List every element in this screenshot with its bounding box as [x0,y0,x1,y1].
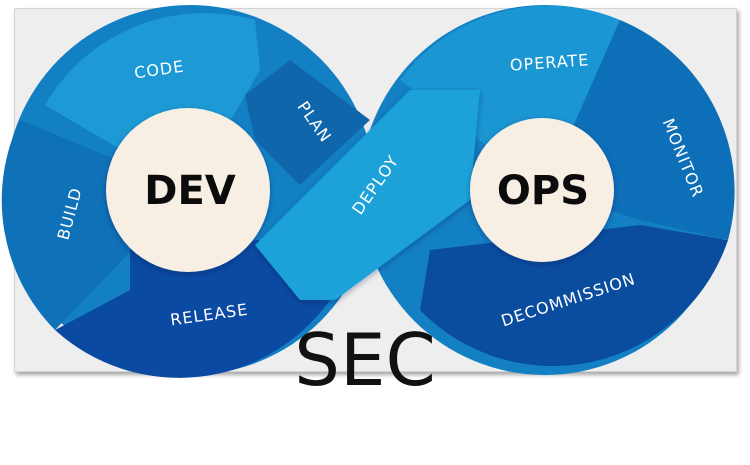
decommission-segment [420,225,728,367]
ops-hub [470,118,614,262]
dev-hub [106,108,270,272]
dev-hub-label: DEV [144,168,236,214]
release-segment [55,240,330,378]
plan-segment [245,60,370,185]
deploy-segment [255,90,480,300]
sec-title: SEC [294,318,436,402]
ops-hub-label: OPS [497,168,589,214]
